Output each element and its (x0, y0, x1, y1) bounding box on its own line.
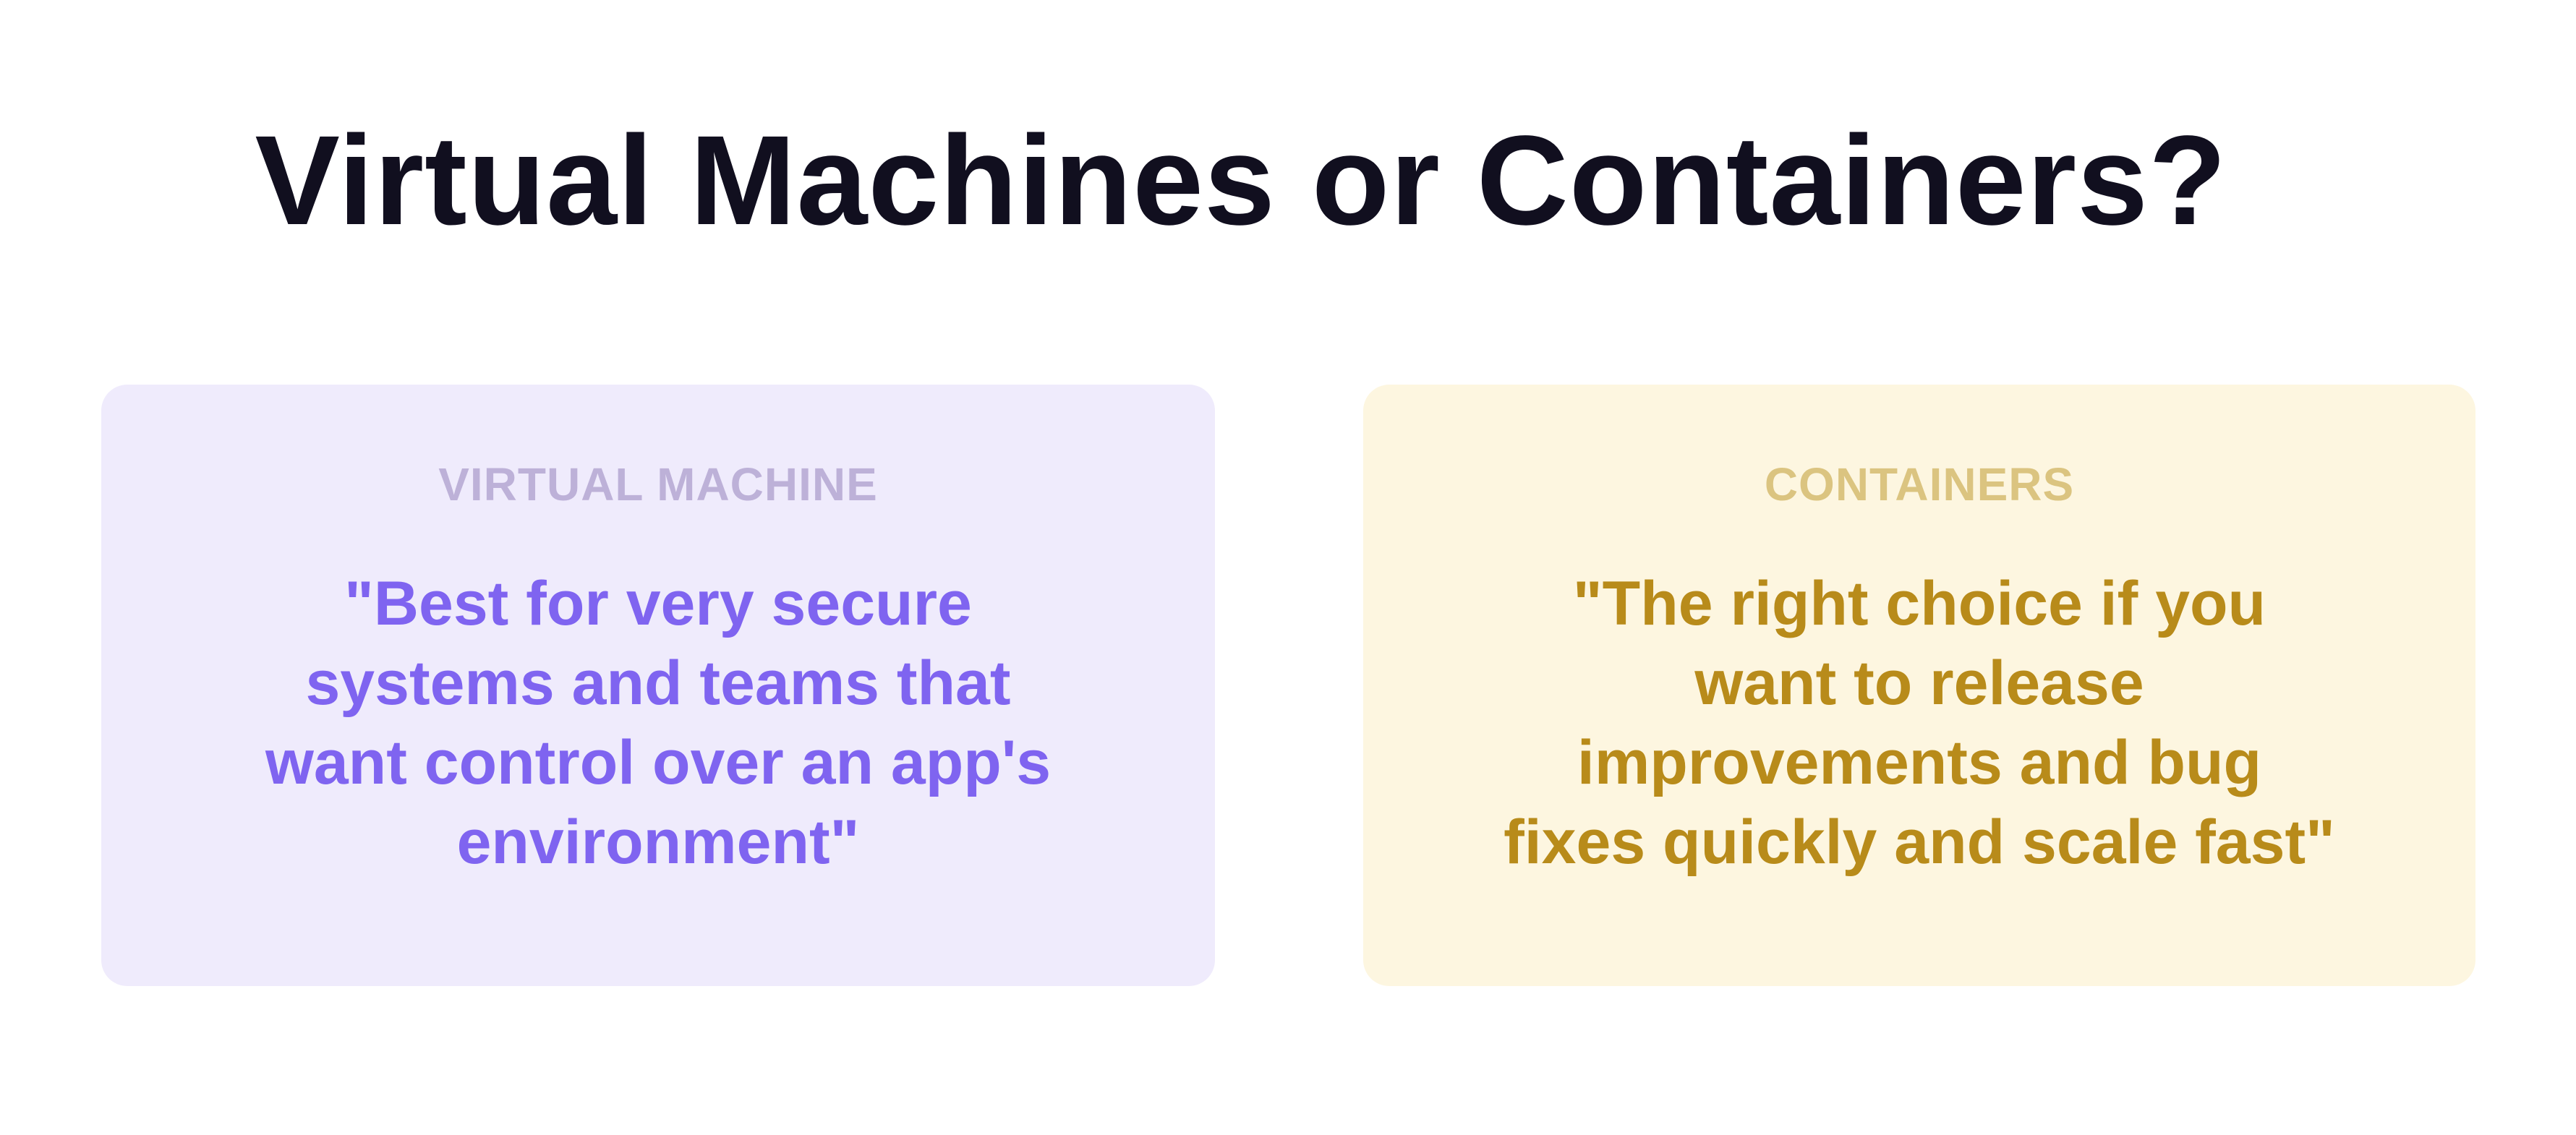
card-quote: "The right choice if you want to release… (1407, 564, 2432, 882)
quote-line: want to release (1694, 648, 2144, 718)
quote-line: "Best for very secure (344, 569, 972, 638)
quote-line: want control over an app's (265, 728, 1052, 797)
quote-line: systems and teams that (305, 648, 1011, 718)
containers-card: CONTAINERS "The right choice if you want… (1363, 385, 2475, 986)
page-title: Virtual Machines or Containers? (255, 110, 2227, 252)
quote-line: fixes quickly and scale fast" (1504, 808, 2335, 877)
card-label: CONTAINERS (1764, 458, 2075, 510)
virtual-machine-card: VIRTUAL MACHINE "Best for very secure sy… (101, 385, 1215, 986)
quote-line: "The right choice if you (1572, 569, 2266, 638)
quote-line: environment" (456, 808, 860, 877)
quote-line: improvements and bug (1577, 728, 2262, 797)
card-quote: "Best for very secure systems and teams … (145, 564, 1172, 882)
card-label: VIRTUAL MACHINE (438, 458, 878, 510)
